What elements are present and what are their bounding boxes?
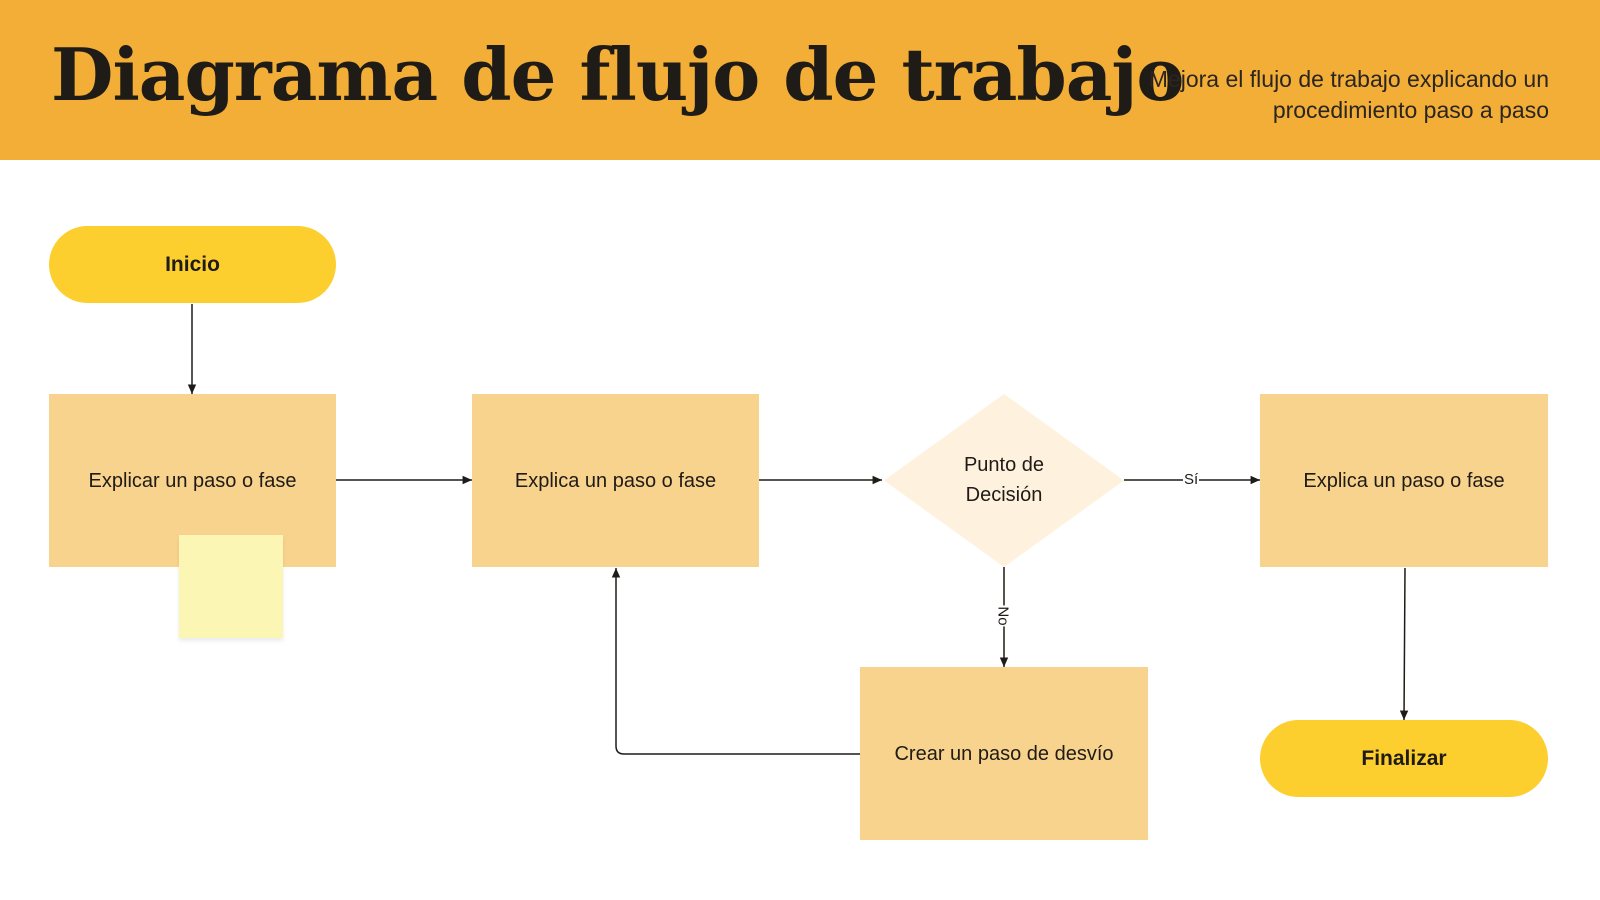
sticky-note[interactable] bbox=[179, 535, 283, 638]
edge-label-yes: Sí bbox=[1183, 471, 1200, 489]
edge-step3-to-end bbox=[1399, 567, 1409, 721]
edge-detour-to-step2 bbox=[611, 568, 860, 755]
detour-node-label: Crear un paso de desvío bbox=[894, 742, 1114, 765]
end-node[interactable]: Finalizar bbox=[1260, 720, 1548, 797]
start-node-label: Inicio bbox=[165, 252, 220, 276]
header-banner: Diagrama de flujo de trabajo Mejora el f… bbox=[0, 0, 1600, 160]
edge-label-no: No bbox=[993, 605, 1012, 627]
step-node-2[interactable]: Explica un paso o fase bbox=[472, 394, 759, 567]
page-title: Diagrama de flujo de trabajo bbox=[51, 32, 1184, 117]
detour-node[interactable]: Crear un paso de desvío bbox=[860, 667, 1148, 840]
step-node-3[interactable]: Explica un paso o fase bbox=[1260, 394, 1548, 567]
decision-node-label-box: Punto de Decisión bbox=[934, 448, 1074, 512]
step-node-3-label: Explica un paso o fase bbox=[1303, 469, 1505, 492]
page-subtitle: Mejora el flujo de trabajo explicando un… bbox=[1148, 66, 1549, 123]
decision-diamond-shape bbox=[884, 394, 1124, 567]
start-node[interactable]: Inicio bbox=[49, 226, 336, 303]
decision-node[interactable] bbox=[884, 394, 1124, 567]
step-node-2-label: Explica un paso o fase bbox=[514, 469, 717, 492]
end-node-label: Finalizar bbox=[1361, 746, 1447, 770]
decision-node-label: Punto de Decisión bbox=[963, 454, 1045, 506]
step-node-1-label: Explicar un paso o fase bbox=[88, 469, 297, 492]
